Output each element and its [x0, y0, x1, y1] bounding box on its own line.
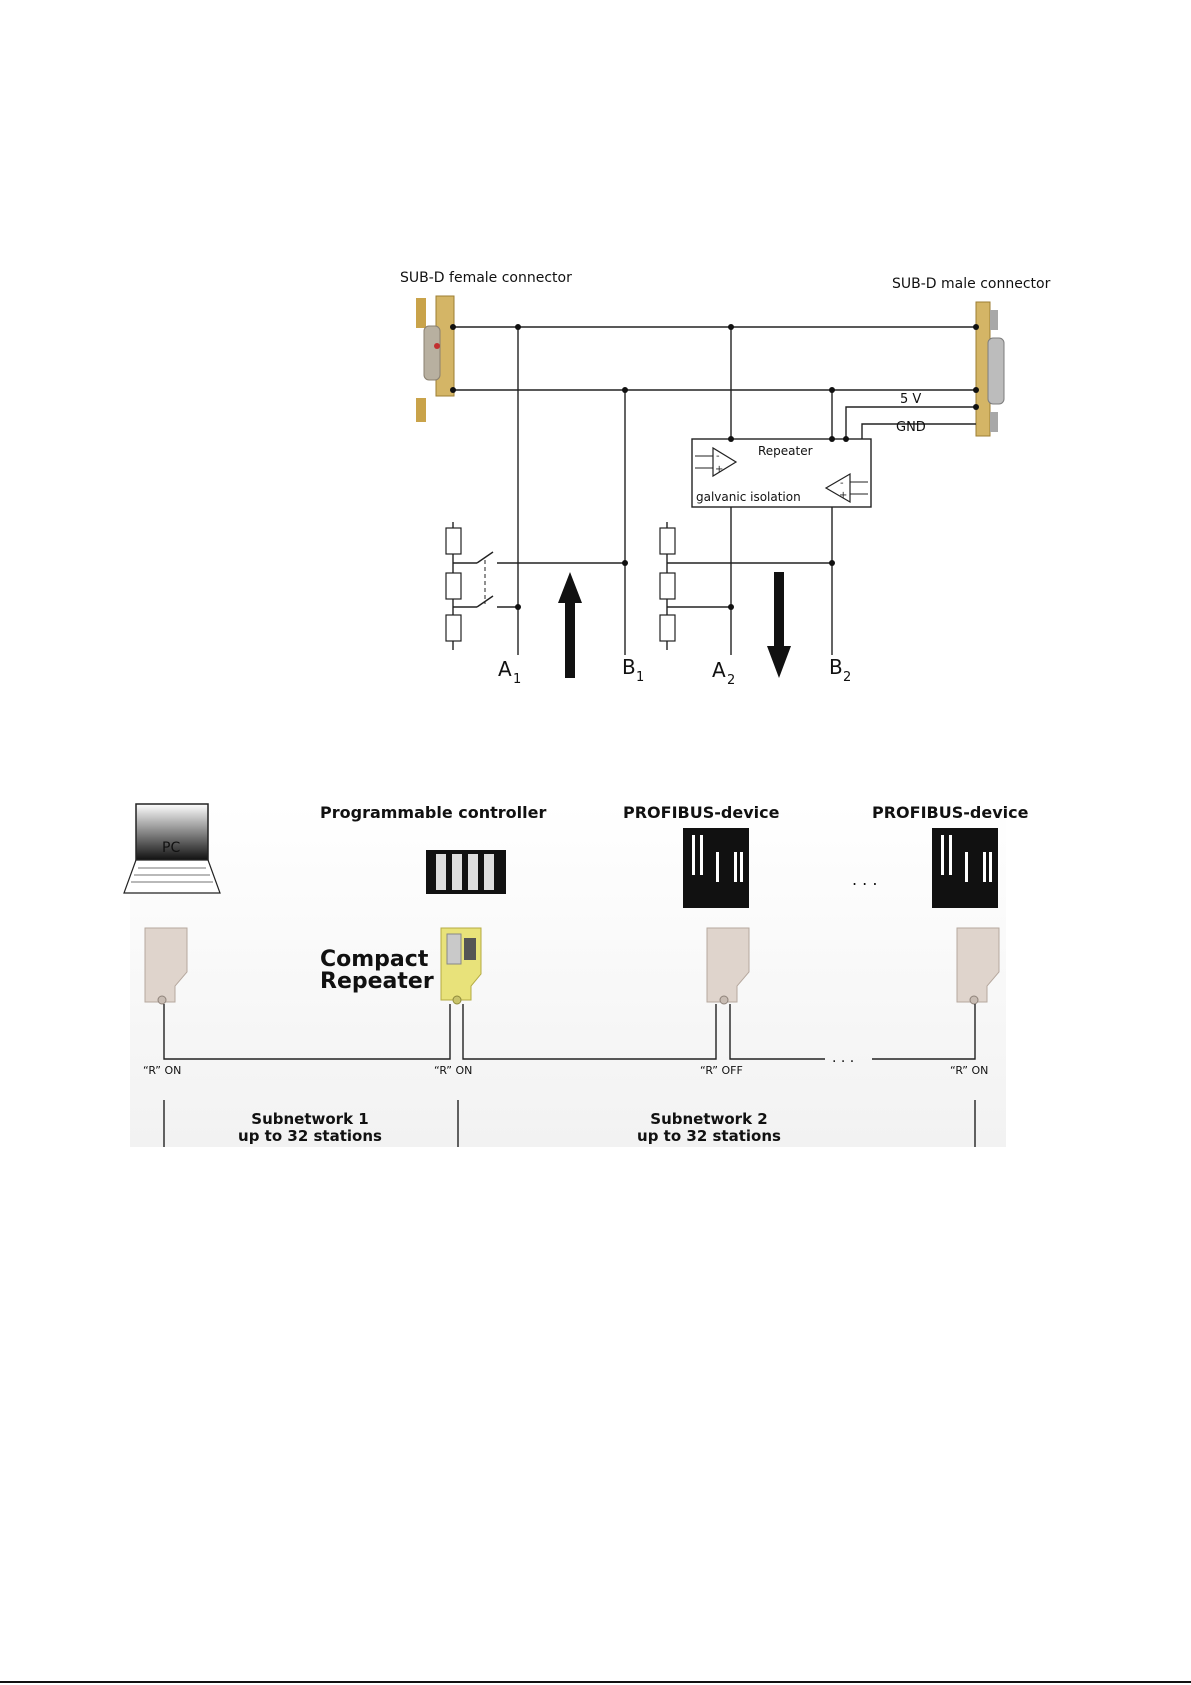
supply-5v-label: 5 V: [900, 392, 921, 407]
subnetwork-2-title: Subnetwork 2: [650, 1110, 767, 1128]
network-diagram: PC Programmable controller PROFIBUS-devi…: [124, 802, 1029, 1147]
svg-text:-: -: [840, 478, 844, 489]
network-panel: [130, 802, 1006, 1147]
switch-state-4: “R” ON: [950, 1064, 988, 1077]
svg-text:1: 1: [636, 670, 644, 685]
female-connector-image: [416, 296, 454, 422]
svg-text:+: +: [715, 464, 723, 475]
arrow-down-icon: [767, 572, 791, 678]
gnd-label: GND: [896, 420, 926, 435]
svg-text:1: 1: [513, 672, 521, 687]
termination-resistors-right: [660, 522, 832, 650]
plc-icon: [426, 850, 506, 894]
schematic: SUB-D female connector SUB-D male connec…: [400, 270, 1051, 688]
switch-state-2: “R” ON: [434, 1064, 472, 1077]
terminal-label-b1: B 1: [622, 655, 644, 685]
female-connector-label: SUB-D female connector: [400, 270, 572, 286]
terminal-label-a1: A 1: [498, 657, 521, 687]
galvanic-isolation-label: galvanic isolation: [696, 490, 801, 504]
controller-label: Programmable controller: [320, 803, 546, 822]
svg-text:B: B: [829, 655, 843, 679]
male-connector-image: [976, 302, 1004, 436]
device-label-2: PROFIBUS-device: [872, 803, 1029, 822]
profibus-device-icon-2: [932, 828, 998, 908]
subnetwork-2-capacity: up to 32 stations: [637, 1127, 781, 1145]
male-connector-label: SUB-D male connector: [892, 276, 1051, 292]
terminal-label-b2: B 2: [829, 655, 851, 685]
svg-text:B: B: [622, 655, 636, 679]
svg-text:+: +: [839, 490, 847, 501]
subnetwork-1-title: Subnetwork 1: [251, 1110, 368, 1128]
device-label-1: PROFIBUS-device: [623, 803, 780, 822]
svg-text:2: 2: [843, 670, 851, 685]
ellipsis-top: . . .: [852, 870, 877, 889]
svg-text:-: -: [716, 451, 720, 462]
pc-label: PC: [162, 840, 180, 856]
terminal-label-a2: A 2: [712, 658, 735, 688]
compact-repeater-title-line2: Repeater: [320, 969, 434, 994]
svg-text:A: A: [712, 658, 726, 682]
switch-state-1: “R” ON: [143, 1064, 181, 1077]
arrow-up-icon: [558, 572, 582, 678]
termination-resistors-left: [446, 522, 625, 650]
profibus-device-icon-1: [683, 828, 749, 908]
laptop-icon: PC: [124, 804, 220, 893]
svg-text:A: A: [498, 657, 512, 681]
repeater-box-label: Repeater: [758, 444, 813, 458]
ellipsis-bus: . . .: [832, 1050, 854, 1066]
svg-text:2: 2: [727, 673, 735, 688]
subnetwork-1-capacity: up to 32 stations: [238, 1127, 382, 1145]
switch-state-3: “R” OFF: [700, 1064, 743, 1077]
